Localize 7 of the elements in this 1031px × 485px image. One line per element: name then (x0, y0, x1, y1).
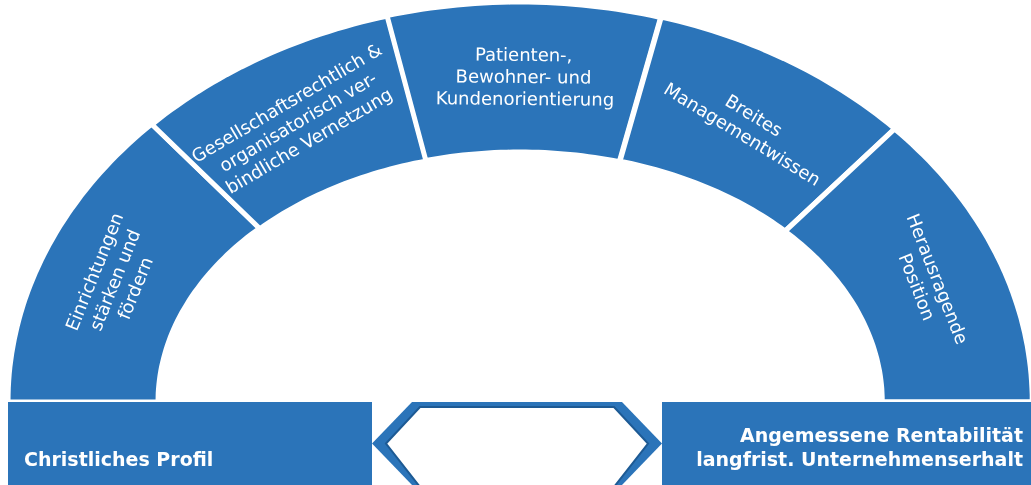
hexagon-shape (372, 402, 662, 485)
base-panel (662, 402, 1031, 485)
segment-label: Patienten-, Bewohner- und Kundenorientierung (436, 43, 612, 111)
base-panel (8, 402, 372, 485)
panel-label: langfrist. Unternehmenserhalt (696, 447, 1023, 471)
panel-label: Angemessene Rentabilität (739, 423, 1023, 447)
panel-label: Christliches Profil (24, 447, 214, 471)
